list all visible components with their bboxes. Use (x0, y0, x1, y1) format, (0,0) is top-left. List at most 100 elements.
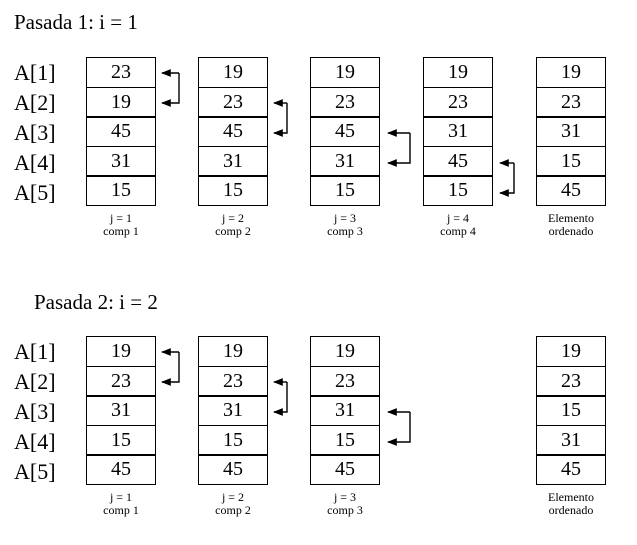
array-cell: 19 (536, 57, 606, 88)
column-caption: Elemento ordenado (526, 212, 616, 238)
array-cell: 45 (310, 116, 380, 147)
column-caption: j = 1 comp 1 (76, 491, 166, 517)
array-column-p1-sorted: 19 23 31 15 45 (536, 57, 606, 206)
array-cell: 19 (423, 57, 493, 88)
array-column-p1-j1: 23 19 45 31 15 (86, 57, 156, 206)
array-cell: 19 (198, 336, 268, 367)
caption-line-2: comp 1 (103, 503, 139, 517)
array-column-p2-j2: 19 23 31 15 45 (198, 336, 268, 485)
caption-line-2: comp 4 (440, 224, 476, 238)
array-cell: 15 (536, 395, 606, 426)
array-cell: 45 (536, 454, 606, 485)
array-cell: 45 (198, 116, 268, 147)
caption-line-1: j = 1 (109, 490, 133, 504)
array-cell: 45 (86, 116, 156, 147)
row-label-a3: A[3] (14, 399, 56, 424)
swap-arrow-p1-j4 (499, 159, 515, 197)
array-cell: 15 (310, 424, 380, 456)
caption-line-2: comp 2 (215, 503, 251, 517)
row-label-a5: A[5] (14, 459, 56, 484)
swap-arrow-p2-j3 (387, 408, 411, 446)
row-label-a3: A[3] (14, 120, 56, 145)
caption-line-2: comp 2 (215, 224, 251, 238)
array-cell: 23 (198, 86, 268, 118)
array-column-p2-sorted: 19 23 15 31 45 (536, 336, 606, 485)
caption-line-1: Elemento (548, 490, 594, 504)
row-label-a1: A[1] (14, 339, 56, 364)
array-cell: 19 (86, 336, 156, 367)
array-cell: 19 (310, 57, 380, 88)
column-caption: j = 2 comp 2 (188, 212, 278, 238)
array-cell: 45 (86, 454, 156, 485)
caption-line-1: j = 2 (221, 211, 245, 225)
array-cell: 23 (310, 86, 380, 118)
caption-line-2: comp 1 (103, 224, 139, 238)
column-caption: j = 3 comp 3 (300, 212, 390, 238)
array-column-p1-j3: 19 23 45 31 15 (310, 57, 380, 206)
array-cell: 19 (536, 336, 606, 367)
array-cell: 23 (86, 365, 156, 397)
row-label-a1: A[1] (14, 60, 56, 85)
array-cell: 31 (310, 145, 380, 177)
array-cell: 23 (86, 57, 156, 88)
row-label-a2: A[2] (14, 90, 56, 115)
caption-line-1: j = 2 (221, 490, 245, 504)
array-cell: 15 (86, 175, 156, 206)
caption-line-2: ordenado (548, 224, 594, 238)
caption-line-1: j = 4 (446, 211, 470, 225)
array-cell: 45 (423, 145, 493, 177)
array-cell: 31 (423, 116, 493, 147)
array-cell: 45 (198, 454, 268, 485)
array-cell: 31 (86, 145, 156, 177)
column-caption: j = 2 comp 2 (188, 491, 278, 517)
column-caption: j = 1 comp 1 (76, 212, 166, 238)
array-cell: 15 (310, 175, 380, 206)
array-cell: 23 (423, 86, 493, 118)
caption-line-2: ordenado (548, 503, 594, 517)
swap-arrow-p1-j2 (273, 99, 288, 137)
row-label-a2: A[2] (14, 369, 56, 394)
array-cell: 23 (198, 365, 268, 397)
array-cell: 19 (198, 57, 268, 88)
pass-1-title: Pasada 1: i = 1 (14, 10, 138, 34)
array-cell: 23 (536, 365, 606, 397)
caption-line-1: j = 3 (333, 211, 357, 225)
array-cell: 31 (198, 395, 268, 426)
array-column-p1-j4: 19 23 31 45 15 (423, 57, 493, 206)
array-column-p2-j1: 19 23 31 15 45 (86, 336, 156, 485)
array-cell: 23 (536, 86, 606, 118)
array-cell: 31 (86, 395, 156, 426)
pass-2-title: Pasada 2: i = 2 (34, 290, 158, 314)
swap-arrow-p2-j2 (273, 378, 288, 416)
array-cell: 31 (198, 145, 268, 177)
caption-line-1: j = 1 (109, 211, 133, 225)
array-cell: 31 (310, 395, 380, 426)
row-label-a5: A[5] (14, 180, 56, 205)
array-cell: 15 (198, 424, 268, 456)
column-caption: j = 3 comp 3 (300, 491, 390, 517)
array-cell: 31 (536, 424, 606, 456)
caption-line-1: j = 3 (333, 490, 357, 504)
swap-arrow-p2-j1 (161, 348, 180, 386)
column-caption: j = 4 comp 4 (413, 212, 503, 238)
array-cell: 15 (423, 175, 493, 206)
row-label-a4: A[4] (14, 150, 56, 175)
swap-arrow-p1-j1 (161, 69, 180, 107)
array-column-p1-j2: 19 23 45 31 15 (198, 57, 268, 206)
column-caption: Elemento ordenado (526, 491, 616, 517)
array-column-p2-j3: 19 23 31 15 45 (310, 336, 380, 485)
caption-line-2: comp 3 (327, 224, 363, 238)
array-cell: 45 (310, 454, 380, 485)
caption-line-2: comp 3 (327, 503, 363, 517)
array-cell: 19 (310, 336, 380, 367)
caption-line-1: Elemento (548, 211, 594, 225)
array-cell: 15 (198, 175, 268, 206)
array-cell: 15 (536, 145, 606, 177)
array-cell: 23 (310, 365, 380, 397)
array-cell: 45 (536, 175, 606, 206)
swap-arrow-p1-j3 (387, 129, 411, 167)
array-cell: 31 (536, 116, 606, 147)
array-cell: 19 (86, 86, 156, 118)
row-label-a4: A[4] (14, 429, 56, 454)
